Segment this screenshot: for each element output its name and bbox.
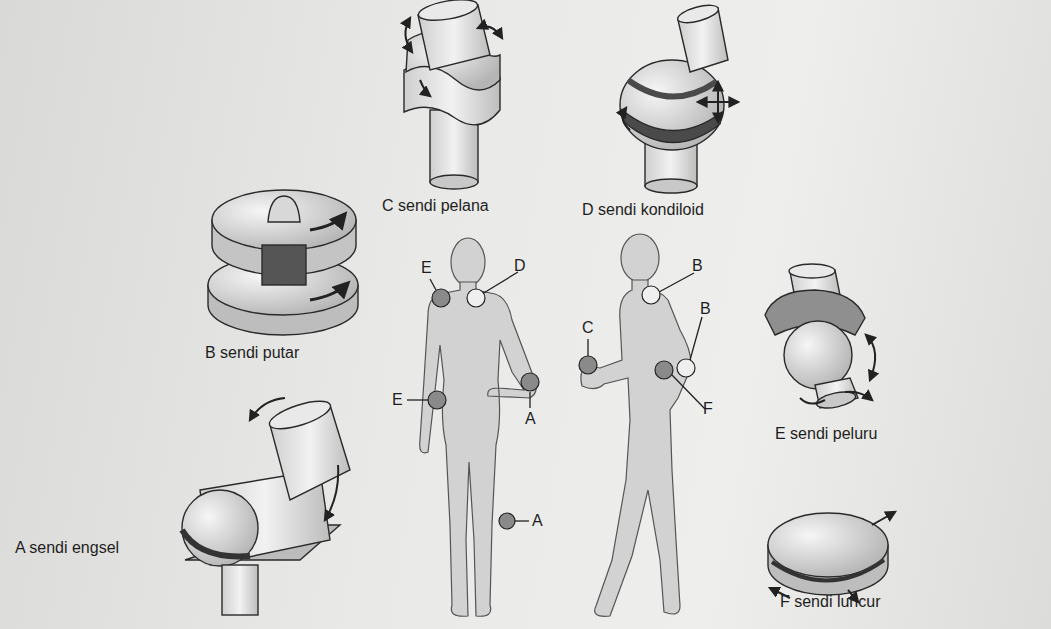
- saddle-joint: [404, 0, 502, 189]
- joint-caption: C sendi pelana: [382, 196, 489, 216]
- pivot-joint: [208, 190, 358, 335]
- human-figure-front: [420, 238, 537, 616]
- callout-letter: C: [580, 318, 596, 338]
- joint-caption: B sendi putar: [205, 343, 299, 363]
- joint-caption: F sendi luncur: [780, 592, 881, 612]
- callout-letter: B: [690, 256, 705, 276]
- callout-letter: A: [530, 511, 545, 531]
- callout-letter: E: [419, 258, 434, 278]
- joint-caption: D sendi kondiloid: [582, 200, 704, 220]
- ball-socket-joint: [765, 264, 875, 411]
- human-figure-side: [581, 234, 691, 616]
- joint-caption: A sendi engsel: [15, 538, 119, 558]
- joint-caption: E sendi peluru: [775, 424, 877, 444]
- hinge-joint: [182, 396, 350, 615]
- callout-letter: A: [523, 409, 538, 429]
- callout-letter: F: [701, 399, 715, 419]
- leader-lines: [407, 272, 705, 521]
- joint-markers: [428, 286, 695, 529]
- gliding-joint: [768, 512, 895, 602]
- callout-letter: E: [390, 390, 405, 410]
- callout-letter: D: [512, 256, 528, 276]
- callout-letter: B: [698, 299, 713, 319]
- condyloid-joint: [620, 2, 738, 193]
